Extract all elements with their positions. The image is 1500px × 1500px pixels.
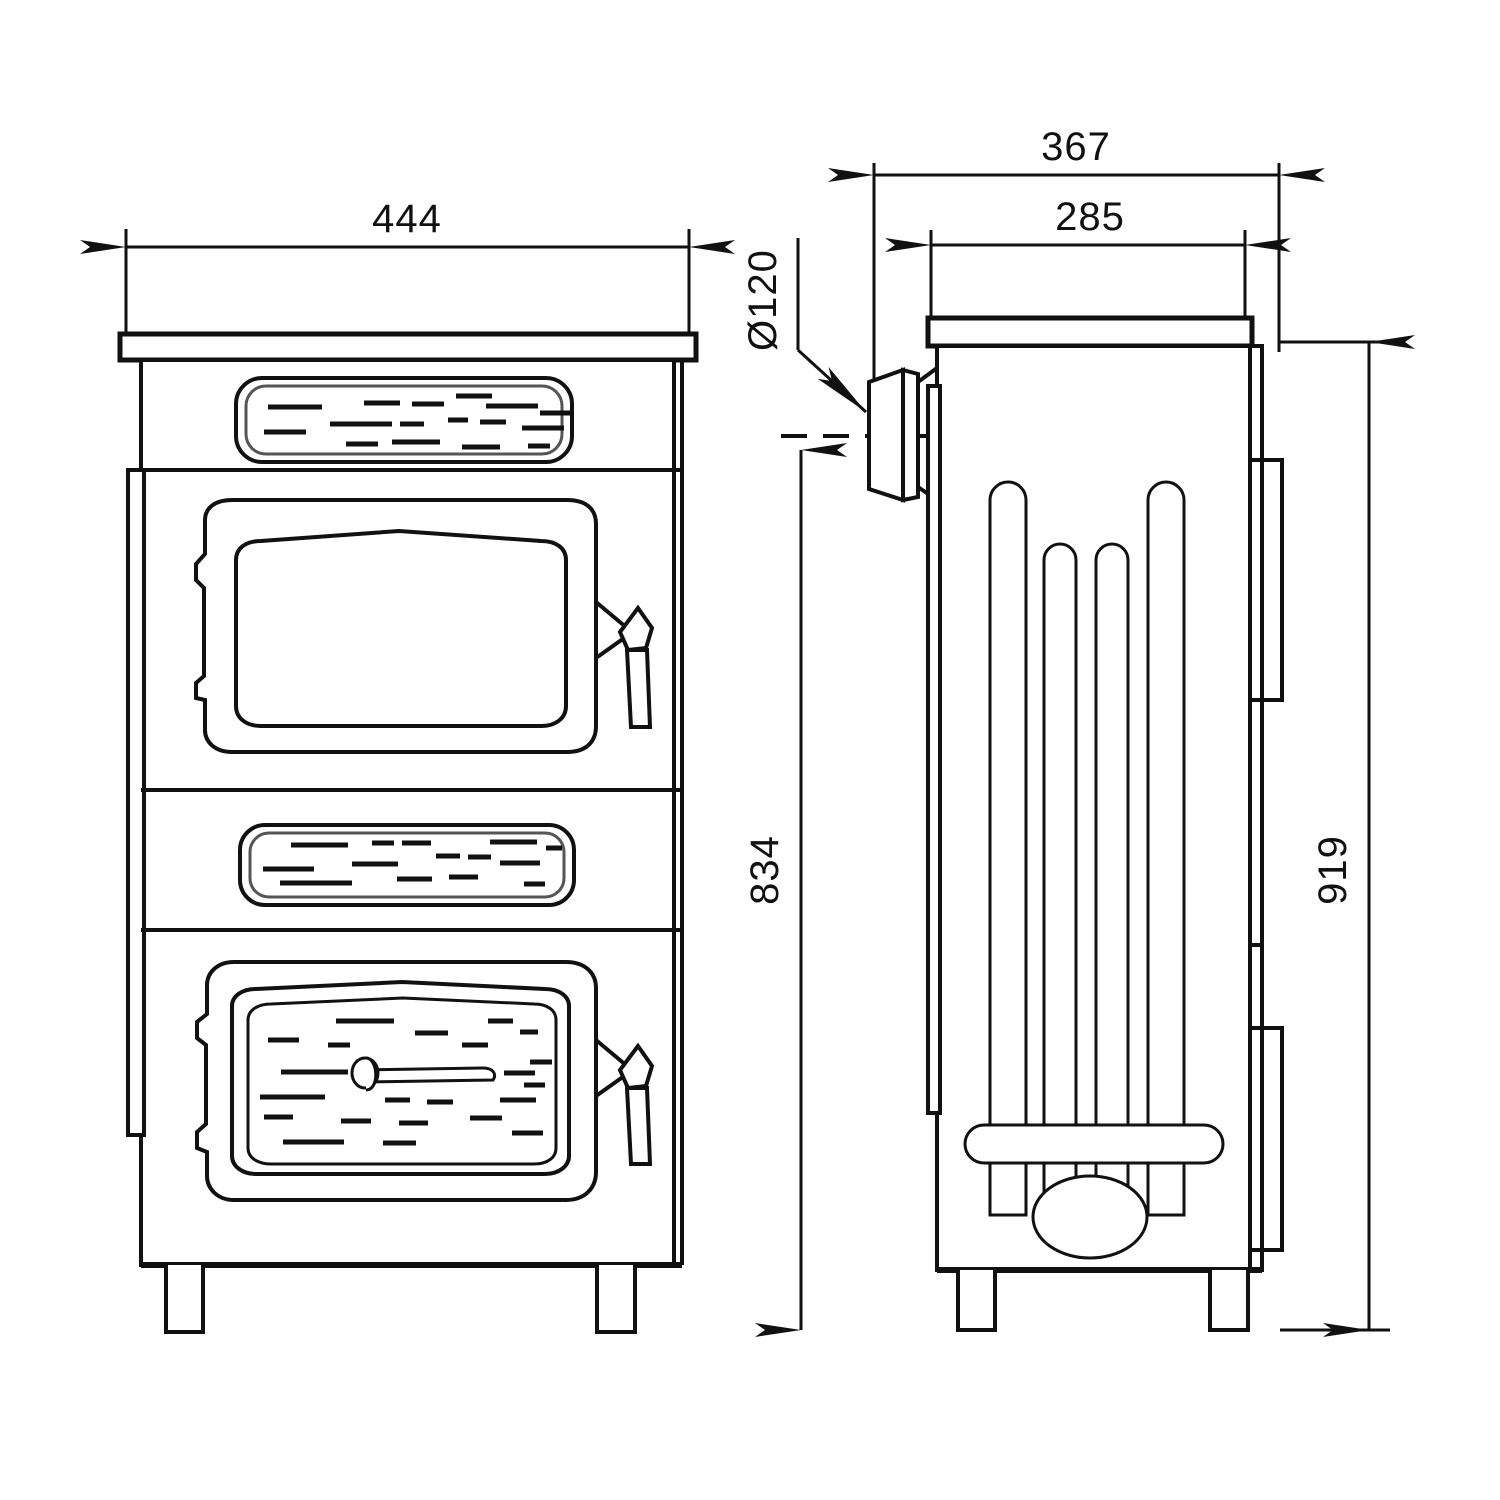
side-view: 367 285 Ø120 834 919 xyxy=(741,125,1415,1337)
dimension-label-919: 919 xyxy=(1311,835,1355,905)
upper-vent-panel[interactable] xyxy=(234,376,574,464)
oven-door-glass xyxy=(234,528,568,728)
firebox-handle-shaft xyxy=(624,1086,653,1166)
side-flue-collar xyxy=(867,366,939,503)
side-left-inner-wall xyxy=(926,384,942,1115)
front-view: 444 xyxy=(80,197,735,1334)
fin-2 xyxy=(1042,542,1078,1217)
firebox-air-lever[interactable] xyxy=(350,1056,497,1092)
side-leg-right xyxy=(1208,1270,1250,1332)
dimension-label-flue-diameter: Ø120 xyxy=(741,249,785,351)
dimension-height-flue: 834 xyxy=(743,443,847,1337)
firebox-door[interactable] xyxy=(195,960,655,1202)
dimension-label-285: 285 xyxy=(1055,195,1125,239)
dimension-depth-body: 285 xyxy=(885,195,1291,252)
middle-vent-panel[interactable] xyxy=(238,823,576,907)
fin-3 xyxy=(1094,542,1130,1217)
front-band-separators xyxy=(141,468,682,932)
side-leg-left xyxy=(956,1270,997,1332)
side-depth-outer-extension-lines xyxy=(872,163,1281,385)
dimension-width-front: 444 xyxy=(80,197,735,254)
oven-handle-shaft xyxy=(624,648,653,729)
dimension-label-367: 367 xyxy=(1041,125,1111,169)
upper-vent-texture-dashes xyxy=(264,393,572,450)
dimension-flue-diameter: Ø120 xyxy=(741,238,868,414)
firebox-door-handle[interactable] xyxy=(594,1038,655,1166)
dimension-label-444: 444 xyxy=(372,197,442,241)
front-width-extension-lines xyxy=(124,229,691,337)
firebox-lever-knob-side xyxy=(365,1056,378,1092)
front-leg-left xyxy=(164,1265,205,1334)
side-heat-exchanger-fins xyxy=(988,480,1186,1217)
dimension-depth-outer: 367 xyxy=(828,125,1325,182)
side-door-handle-upper[interactable] xyxy=(1260,458,1284,702)
front-top-plate xyxy=(117,331,699,363)
side-bottom-rail xyxy=(963,1123,1225,1165)
side-door-handle-lower[interactable] xyxy=(1260,1026,1284,1252)
side-top-plate xyxy=(925,315,1255,349)
dimension-label-834: 834 xyxy=(743,835,787,905)
upper-vent-frame-inner xyxy=(244,384,564,456)
dimension-height-total: 919 xyxy=(1280,335,1415,1337)
side-ash-circle xyxy=(1031,1174,1149,1260)
oven-door[interactable] xyxy=(194,498,655,754)
fin-4 xyxy=(1146,480,1186,1217)
fin-1 xyxy=(988,480,1028,1217)
firebox-glass-texture-dashes xyxy=(260,1018,552,1146)
middle-vent-texture-dashes xyxy=(263,839,562,887)
front-hinge-strip xyxy=(126,468,146,1137)
front-leg-right xyxy=(595,1265,637,1334)
oven-door-handle[interactable] xyxy=(594,600,655,729)
